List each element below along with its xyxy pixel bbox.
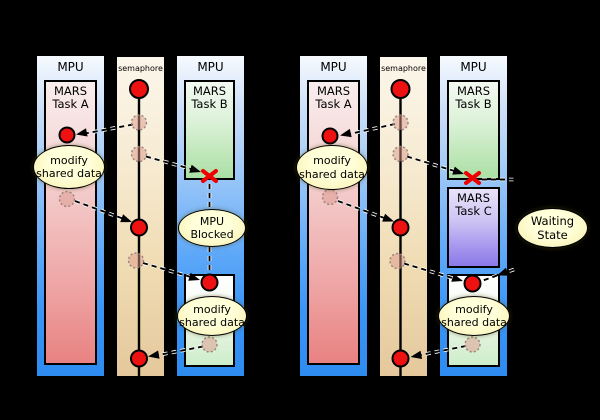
g2-semaphore-title: semaphore (381, 64, 426, 73)
g2-task-a-box: MARS Task A (307, 80, 360, 365)
g1-task-a-box: MARS Task A (44, 80, 97, 365)
g1-semaphore-title: semaphore (118, 64, 163, 73)
g2-semaphore-column: semaphore (378, 55, 429, 378)
waiting-state-note: Waiting State (517, 208, 588, 248)
g1-task-a-label: MARS Task A (52, 84, 89, 111)
g2-task-a-label: MARS Task A (315, 84, 352, 111)
g2-task-c-box: MARS Task C (447, 187, 500, 268)
g1-semaphore-column: semaphore (115, 55, 166, 378)
g1-mpu-left-title: MPU (57, 60, 84, 74)
g1-modify-shared-data-note-2: modify shared data (177, 296, 247, 336)
g1-modify-shared-data-note: modify shared data (33, 145, 105, 189)
g2-mpu-right-title: MPU (460, 60, 487, 74)
g2-task-b-label: MARS Task B (455, 84, 492, 111)
g1-task-b-box: MARS Task B (184, 80, 235, 180)
g1-mpu-right-title: MPU (197, 60, 224, 74)
g2-modify-shared-data-note-2: modify shared data (438, 296, 510, 336)
g1-mpu-blocked-note: MPU Blocked (178, 209, 246, 247)
g2-mpu-left-column: MPU MARS Task A (298, 54, 369, 378)
g2-task-c-label: MARS Task C (455, 191, 492, 218)
g1-task-b-label: MARS Task B (191, 84, 228, 111)
g2-task-b-box: MARS Task B (447, 80, 500, 180)
g2-mpu-left-title: MPU (320, 60, 347, 74)
g1-mpu-left-column: MPU MARS Task A (35, 54, 106, 378)
g2-modify-shared-data-note: modify shared data (296, 145, 368, 190)
